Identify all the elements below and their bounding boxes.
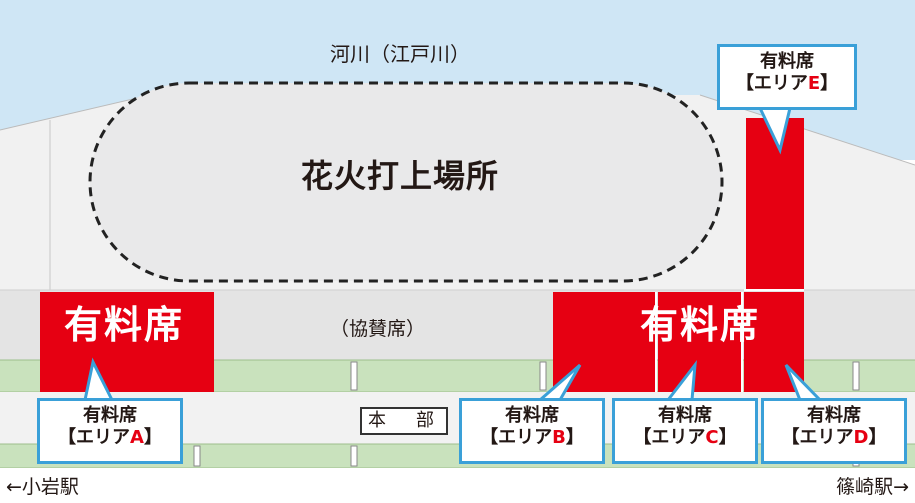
- step-marker: [350, 361, 358, 391]
- step-marker: [852, 361, 860, 391]
- bracket-close: 】: [820, 72, 839, 94]
- step-marker: [539, 361, 547, 391]
- bottom-band: [0, 468, 915, 503]
- callout-title: 有料席: [807, 405, 861, 426]
- launch-area-outline: [88, 81, 724, 283]
- area-name: エリア: [651, 426, 706, 448]
- bracket-open: 【: [781, 426, 800, 448]
- launch-site-label: 花火打上場所: [300, 157, 499, 195]
- river-label: 河川（江戸川）: [330, 42, 470, 66]
- callout-title: 有料席: [505, 405, 559, 426]
- bracket-open: 【: [480, 426, 499, 448]
- callout-area-line: 【エリアE】: [720, 73, 854, 95]
- paid-block-e: [746, 118, 804, 290]
- bracket-close: 】: [718, 426, 737, 448]
- area-letter: B: [552, 426, 566, 448]
- area-letter: C: [705, 426, 719, 448]
- headquarters-label: 本 部: [360, 407, 448, 435]
- bracket-open: 【: [633, 426, 652, 448]
- callout-area-a: 有料席 【エリアA】: [37, 398, 183, 464]
- callout-area-line: 【エリアD】: [764, 427, 904, 449]
- step-marker: [350, 445, 358, 467]
- area-name: エリア: [76, 426, 131, 448]
- paid-seat-label-left: 有料席: [64, 303, 185, 347]
- paid-seat-label-right: 有料席: [640, 303, 761, 347]
- callout-area-c: 有料席 【エリアC】: [612, 398, 758, 464]
- bracket-close: 】: [565, 426, 584, 448]
- bracket-close: 】: [868, 426, 887, 448]
- sponsor-seats-label: （協賛席）: [330, 318, 426, 340]
- callout-area-d: 有料席 【エリアD】: [761, 398, 907, 464]
- area-name: エリア: [498, 426, 553, 448]
- bracket-close: 】: [143, 426, 162, 448]
- callout-area-line: 【エリアA】: [40, 427, 180, 449]
- bank-edge-left: [0, 94, 151, 131]
- area-letter: E: [807, 72, 821, 94]
- callout-title: 有料席: [658, 405, 712, 426]
- paid-block-c: [658, 292, 741, 392]
- paid-block-a: [40, 292, 214, 392]
- paid-seat-blocks: [40, 118, 804, 392]
- area-name: エリア: [753, 72, 808, 94]
- area-letter: A: [130, 426, 144, 448]
- callout-title: 有料席: [760, 51, 814, 72]
- area-name: エリア: [799, 426, 854, 448]
- callout-area-e: 有料席 【エリアE】: [717, 44, 857, 110]
- station-left-label: ←小岩駅: [6, 476, 79, 498]
- callout-area-line: 【エリアB】: [462, 427, 602, 449]
- callout-pointers: [83, 106, 824, 402]
- step-marker: [193, 445, 201, 467]
- area-letter: D: [853, 426, 869, 448]
- station-right-label: 篠崎駅→: [836, 476, 909, 498]
- bracket-open: 【: [735, 72, 754, 94]
- callout-area-line: 【エリアC】: [615, 427, 755, 449]
- callout-area-b: 有料席 【エリアB】: [459, 398, 605, 464]
- callout-title: 有料席: [83, 405, 137, 426]
- bracket-open: 【: [58, 426, 77, 448]
